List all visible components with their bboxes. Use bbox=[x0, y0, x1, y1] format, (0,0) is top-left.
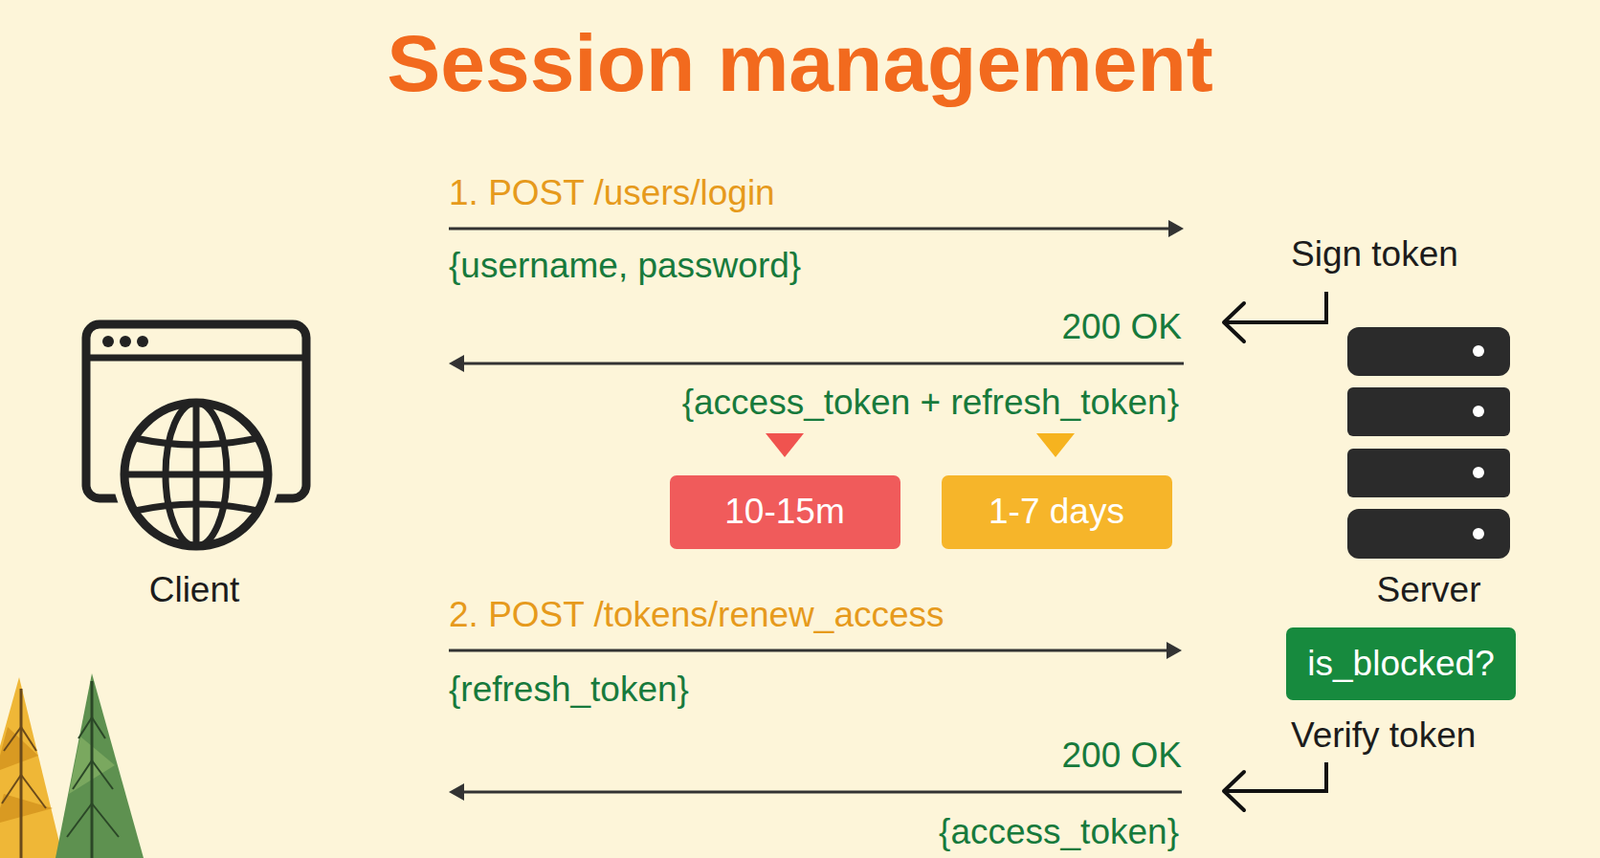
request-label-wrap: 1. POST /users/login bbox=[448, 173, 776, 215]
box-text: is_blocked? bbox=[1307, 644, 1494, 686]
step-label-wrap: Sign token bbox=[1290, 234, 1459, 276]
pointer-triangle bbox=[765, 433, 804, 458]
arrowhead bbox=[448, 355, 465, 373]
request-label-wrap: 2. POST /tokens/renew_access bbox=[448, 595, 945, 637]
tree-branch bbox=[21, 775, 46, 809]
browser-dot bbox=[102, 335, 114, 348]
request-line bbox=[448, 227, 1172, 231]
globe bbox=[124, 402, 268, 547]
payload-label-wrap: {access_token} bbox=[938, 812, 1179, 854]
server-light bbox=[1472, 405, 1485, 418]
title: Session management bbox=[386, 18, 1214, 109]
tree-branch bbox=[1, 775, 22, 804]
arrowhead bbox=[1223, 772, 1245, 811]
status-label: 200 OK bbox=[1062, 735, 1182, 776]
arrowhead bbox=[1223, 303, 1245, 342]
server-light bbox=[1472, 345, 1485, 357]
step-label: Verify token bbox=[1290, 715, 1476, 756]
payload-label: {username, password} bbox=[448, 245, 801, 286]
globe-parallel bbox=[134, 504, 258, 512]
globe-parallel bbox=[134, 438, 258, 445]
tree-branch bbox=[66, 803, 92, 838]
actor-label: Server bbox=[1377, 570, 1482, 610]
payload-label-wrap: {refresh_token} bbox=[448, 669, 689, 712]
tree-branch bbox=[91, 717, 106, 739]
payload-label: {refresh_token} bbox=[448, 669, 689, 710]
server-light bbox=[1472, 466, 1485, 479]
actor-label-wrap: Server bbox=[1141, 570, 1600, 612]
status-label: 200 OK bbox=[1062, 307, 1182, 347]
tree-stripe bbox=[0, 794, 53, 823]
duration-box: 1-7 days bbox=[941, 475, 1173, 550]
pointer-triangle bbox=[1036, 433, 1075, 458]
tree-branch bbox=[78, 717, 92, 739]
server-unit bbox=[1347, 387, 1511, 437]
actor-label-wrap: Client bbox=[0, 570, 482, 612]
tree-branch bbox=[91, 803, 119, 838]
payload-label: {access_token} bbox=[938, 812, 1179, 852]
server-unit bbox=[1347, 509, 1511, 559]
response-line bbox=[461, 791, 1182, 795]
browser-dot bbox=[136, 335, 149, 348]
duration-box: 10-15m bbox=[669, 475, 901, 550]
tree-branch bbox=[21, 727, 37, 752]
actor-label: Client bbox=[149, 570, 241, 610]
status-label-wrap: 200 OK bbox=[1062, 735, 1182, 778]
arrowhead bbox=[1168, 220, 1184, 238]
step-label: Sign token bbox=[1290, 234, 1459, 274]
globe-equator bbox=[124, 471, 268, 479]
arrowhead bbox=[1166, 642, 1182, 660]
tree-branch bbox=[72, 760, 92, 790]
request-label: 2. POST /tokens/renew_access bbox=[448, 595, 945, 635]
status-label-wrap: 200 OK bbox=[1062, 307, 1182, 349]
server-unit bbox=[1347, 327, 1511, 377]
pointer-triangles bbox=[765, 433, 1075, 458]
client-icon bbox=[86, 324, 307, 547]
trees bbox=[0, 673, 144, 858]
payload-label-wrap: {username, password} bbox=[448, 245, 801, 288]
tree-trunk bbox=[20, 688, 23, 858]
title-wrap: Session management bbox=[0, 15, 1600, 112]
tree-stripe bbox=[0, 727, 39, 771]
tree-branch bbox=[3, 727, 22, 752]
payload-label-wrap: {access_token + refresh_token} bbox=[682, 382, 1179, 424]
request-arrows bbox=[448, 220, 1184, 801]
check-box: is_blocked? bbox=[1286, 627, 1516, 701]
yellow-tree bbox=[0, 677, 64, 858]
request-label: 1. POST /users/login bbox=[448, 173, 776, 213]
browser-bar bbox=[86, 355, 307, 362]
arrowhead bbox=[448, 783, 465, 801]
server-light bbox=[1472, 528, 1485, 540]
box-text: 10-15m bbox=[724, 491, 845, 534]
payload-label: {access_token + refresh_token} bbox=[682, 382, 1179, 423]
box-text: 1-7 days bbox=[988, 491, 1125, 534]
browser-dot bbox=[119, 335, 132, 348]
server-unit bbox=[1347, 448, 1511, 498]
green-tree bbox=[55, 673, 144, 858]
globe-gap bbox=[124, 402, 268, 547]
server-icon bbox=[1347, 327, 1511, 559]
step-label-wrap: Verify token bbox=[1290, 715, 1476, 757]
tree-branch bbox=[91, 760, 113, 790]
response-line bbox=[461, 362, 1184, 366]
request-line bbox=[448, 649, 1170, 653]
tree-trunk bbox=[90, 681, 94, 858]
